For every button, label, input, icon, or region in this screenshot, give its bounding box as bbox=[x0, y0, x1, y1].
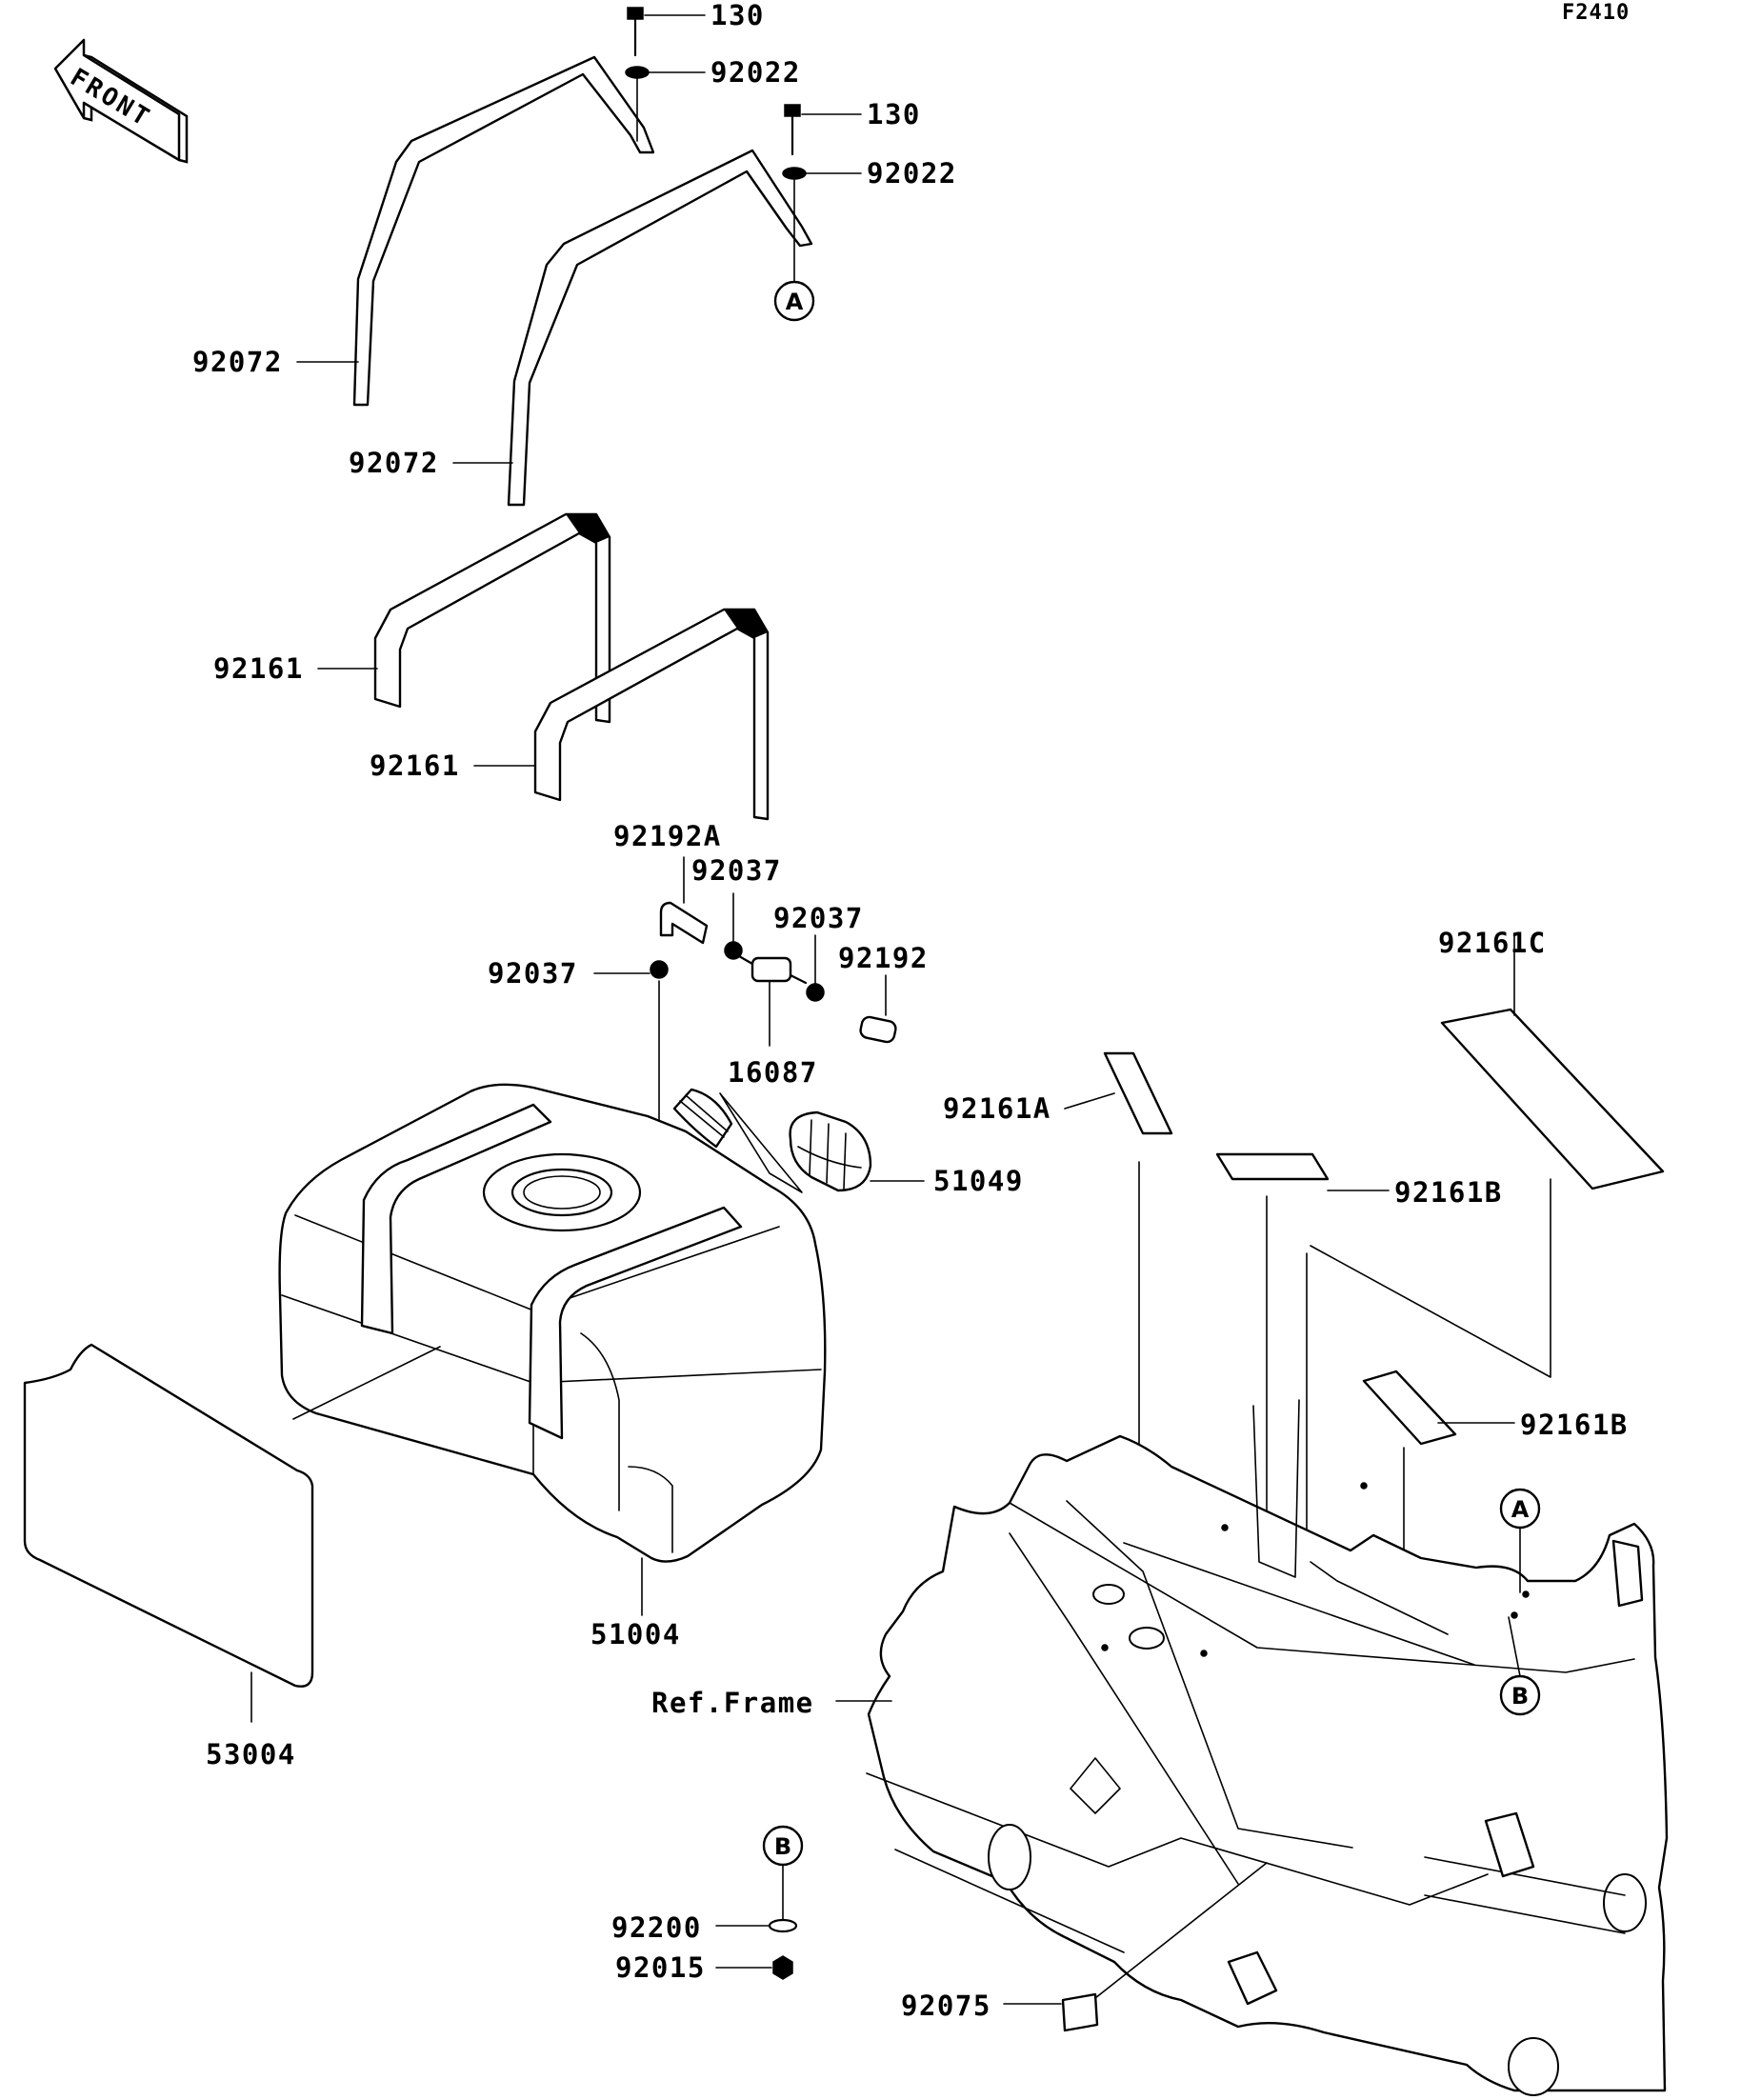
tank-band-lower bbox=[507, 149, 813, 507]
band-pad-upper bbox=[373, 512, 611, 724]
label-washer-92200: 92200 bbox=[611, 1911, 702, 1944]
fuel-tank-51004 bbox=[278, 1083, 827, 1563]
front-arrow-icon: FRONT bbox=[53, 38, 189, 164]
svg-text:A: A bbox=[1511, 1496, 1530, 1523]
reference-frame bbox=[866, 1399, 1669, 2096]
washer-92200 bbox=[768, 1918, 798, 1933]
label-cover-53004: 53004 bbox=[206, 1738, 296, 1770]
label-tank-51004: 51004 bbox=[590, 1618, 681, 1650]
heat-cover-53004 bbox=[23, 1343, 314, 1688]
check-valve-16087 bbox=[737, 954, 808, 1047]
breather-hose-92192 bbox=[859, 1015, 897, 1044]
filler-neck bbox=[672, 1088, 733, 1149]
figure-code: F2410 bbox=[1562, 1, 1630, 25]
band-pad-lower bbox=[533, 608, 770, 821]
label-pad-92161b-lower: 92161B bbox=[1520, 1409, 1629, 1441]
washer-92022-left bbox=[625, 66, 650, 79]
svg-text:B: B bbox=[1511, 1683, 1529, 1710]
label-pad-92075: 92075 bbox=[901, 1990, 991, 2022]
label-valve-16087: 16087 bbox=[728, 1056, 818, 1089]
bolt-130-right bbox=[784, 104, 801, 156]
label-hose-92192a: 92192A bbox=[613, 820, 722, 852]
reference-marker-a-top bbox=[773, 280, 815, 322]
washer-92022-right bbox=[782, 167, 807, 180]
label-ref-frame: Ref.Frame bbox=[651, 1687, 814, 1719]
tank-band-upper bbox=[352, 55, 655, 407]
label-clamp-92037-right: 92037 bbox=[773, 902, 864, 934]
breather-hose-92192a bbox=[659, 901, 709, 945]
svg-text:A: A bbox=[786, 289, 804, 315]
pad-92161c bbox=[1440, 1008, 1665, 1190]
label-pad-92161-upper: 92161 bbox=[213, 652, 304, 685]
nut-92015 bbox=[772, 1955, 793, 1980]
label-clamp-92037-left: 92037 bbox=[488, 957, 578, 990]
label-pad-92161a: 92161A bbox=[943, 1092, 1051, 1125]
pad-92075 bbox=[1061, 1862, 1268, 2032]
label-pad-92161c: 92161C bbox=[1438, 927, 1547, 959]
label-nut-92015: 92015 bbox=[615, 1951, 706, 1984]
pad-92161b-lower bbox=[1362, 1370, 1457, 1446]
label-pad-92161b-upper: 92161B bbox=[1394, 1176, 1503, 1209]
label-bolt-130-left: 130 bbox=[710, 0, 765, 31]
label-clamp-92037-top: 92037 bbox=[691, 854, 782, 887]
leader-lines bbox=[250, 14, 1515, 2005]
label-band-92072-lower: 92072 bbox=[349, 447, 439, 479]
label-band-92072-upper: 92072 bbox=[192, 346, 283, 378]
label-pad-92161-lower: 92161 bbox=[370, 750, 460, 782]
label-washer-92022-left: 92022 bbox=[710, 56, 801, 89]
bolt-130-left bbox=[627, 7, 644, 57]
pad-92161a bbox=[1103, 1051, 1173, 1135]
pad-92161b-upper bbox=[1215, 1152, 1330, 1181]
hose-clamp-92037-right bbox=[806, 983, 825, 1002]
label-washer-92022-right: 92022 bbox=[867, 157, 957, 190]
label-cap-51049: 51049 bbox=[933, 1165, 1024, 1197]
label-bolt-130-right: 130 bbox=[867, 98, 921, 130]
fuel-cap-51049 bbox=[719, 1092, 872, 1193]
label-hose-92192: 92192 bbox=[838, 942, 929, 974]
svg-text:B: B bbox=[774, 1833, 791, 1860]
